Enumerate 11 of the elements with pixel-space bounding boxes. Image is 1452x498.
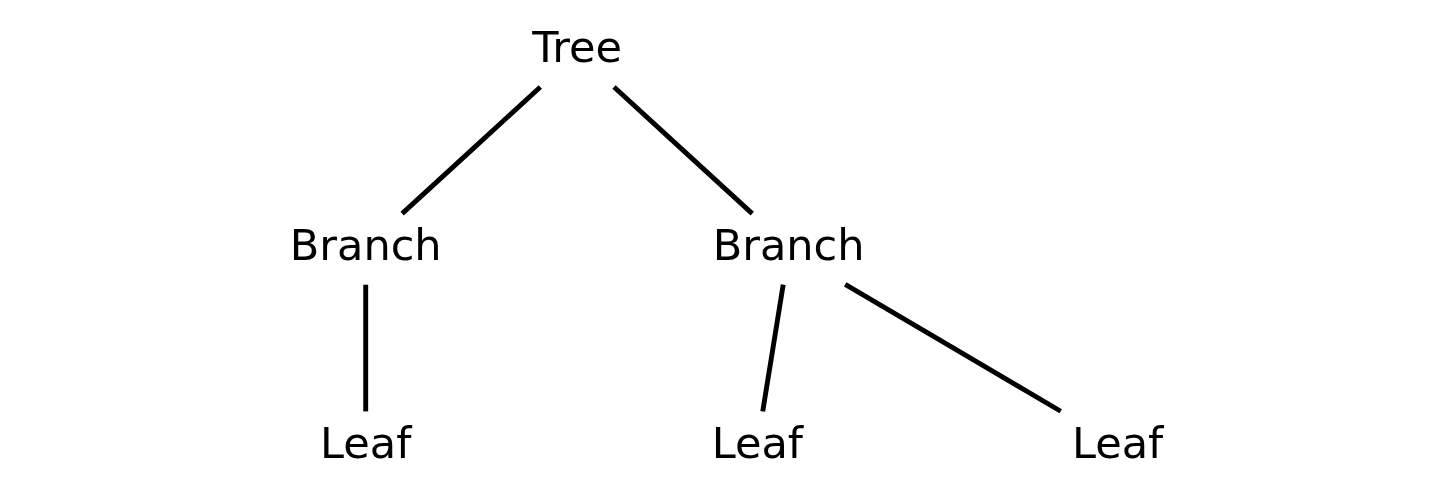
connector: [843, 282, 1062, 414]
node-text: Leaf: [711, 417, 803, 468]
connector: [363, 284, 369, 412]
node-text: Leaf: [1071, 417, 1164, 468]
connector: [612, 85, 754, 216]
node-text: Branch: [712, 219, 865, 270]
node-text: Branch: [289, 219, 442, 270]
connector: [760, 284, 786, 412]
connector: [400, 85, 542, 216]
node-text: Leaf: [320, 417, 412, 468]
node-text: Tree: [532, 22, 623, 73]
